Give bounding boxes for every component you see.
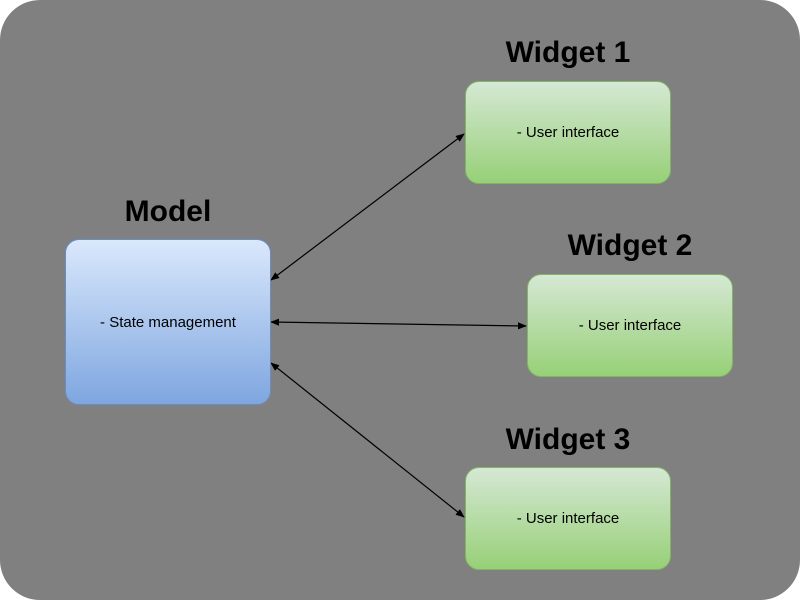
widget-3-node-text: - User interface: [516, 510, 620, 527]
model-node-text: - State management: [100, 313, 236, 331]
model-node[interactable]: - State management: [65, 239, 271, 405]
connector-model-widget-2[interactable]: [270, 318, 527, 330]
widget-2-node[interactable]: - User interface: [527, 274, 733, 377]
widget-3-title: Widget 3: [505, 423, 631, 456]
connector-model-widget-3[interactable]: [270, 362, 465, 518]
model-title: Model: [124, 195, 212, 228]
connector-model-widget-1[interactable]: [270, 133, 465, 281]
widget-2-node-text: - User interface: [578, 317, 682, 334]
widget-1-node[interactable]: - User interface: [465, 81, 671, 184]
widget-1-title: Widget 1: [505, 36, 631, 69]
widget-2-title: Widget 2: [567, 229, 693, 262]
widget-1-node-text: - User interface: [516, 124, 620, 141]
widget-3-node[interactable]: - User interface: [465, 467, 671, 570]
